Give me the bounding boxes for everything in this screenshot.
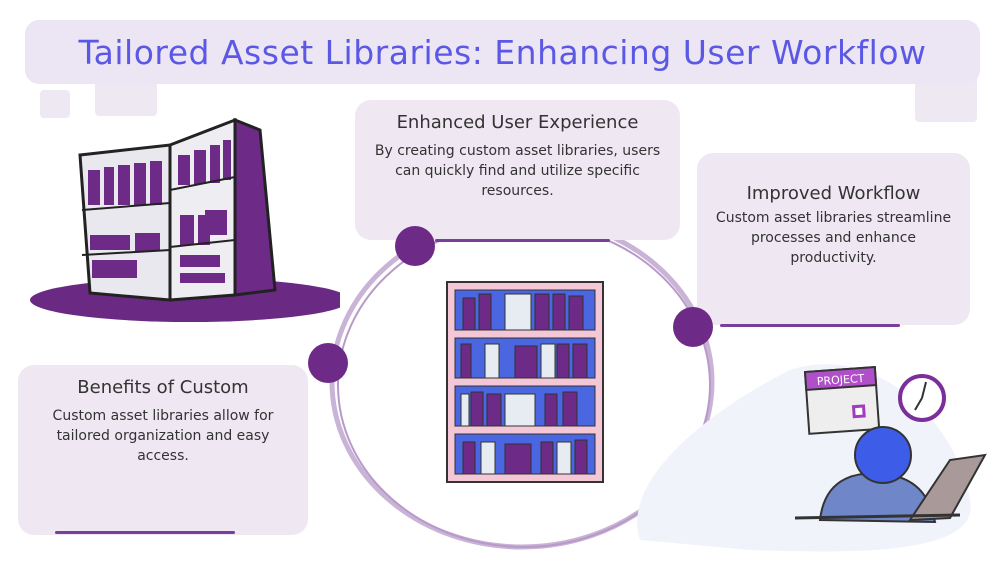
- ring-node: [308, 343, 348, 383]
- card-underline: [55, 531, 235, 534]
- center-bookshelf-icon: [446, 281, 604, 483]
- card-underline: [435, 239, 610, 242]
- card-benefits-of-custom: Benefits of Custom Custom asset librarie…: [18, 365, 308, 535]
- ring-node: [673, 307, 713, 347]
- card-enhanced-user-experience: Enhanced User Experience By creating cus…: [355, 100, 680, 240]
- page-title: Tailored Asset Libraries: Enhancing User…: [78, 32, 927, 72]
- card-improved-workflow: Improved Workflow Custom asset libraries…: [697, 153, 970, 325]
- calendar-label: PROJECT: [816, 372, 865, 388]
- card-heading: Enhanced User Experience: [396, 112, 639, 133]
- stressed-worker-illustration: PROJECT: [637, 364, 987, 552]
- ring-node: [395, 226, 435, 266]
- decor-square: [40, 90, 70, 118]
- card-underline: [720, 324, 900, 327]
- card-heading: Benefits of Custom: [77, 377, 249, 398]
- title-banner: Tailored Asset Libraries: Enhancing User…: [25, 20, 980, 84]
- bookshelf-illustration: [30, 117, 340, 322]
- card-heading: Improved Workflow: [746, 183, 921, 204]
- card-body: Custom asset libraries allow for tailore…: [52, 408, 274, 464]
- card-body: By creating custom asset libraries, user…: [374, 143, 661, 199]
- card-body: Custom asset libraries streamline proces…: [715, 210, 952, 266]
